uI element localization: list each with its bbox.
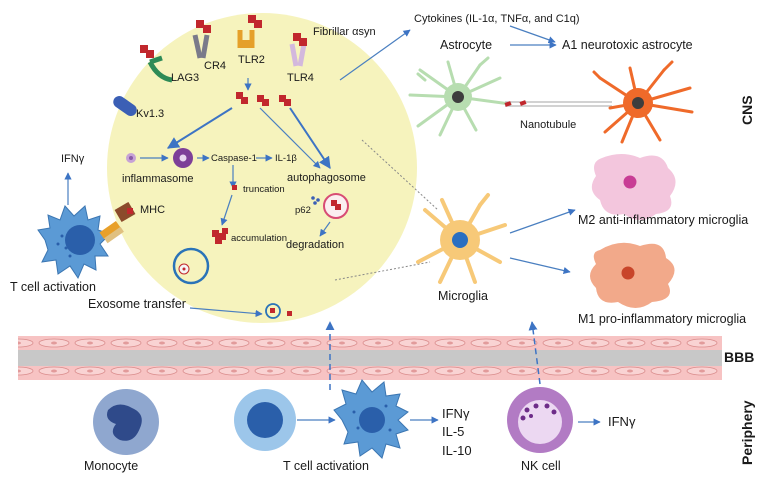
cytokines-to-a1-arrow <box>509 25 556 44</box>
truncation-to-accumulation-arrow <box>220 194 233 226</box>
a1-astrocyte-label: A1 neurotoxic astrocyte <box>562 38 693 52</box>
lag3-label: LAG3 <box>171 72 199 84</box>
t-cell-resting <box>234 389 296 451</box>
nanotubule <box>504 100 612 107</box>
ifng-nk-label: IFNγ <box>608 414 636 429</box>
inflammasome-icon <box>126 148 193 168</box>
to-autophagosome-arrow <box>289 107 331 169</box>
fibrillar-asyn-label: Fibrillar αsyn <box>313 26 376 38</box>
cr4-receptor <box>192 20 211 59</box>
a1-astrocyte-cell <box>592 60 694 144</box>
cytokines-label: Cytokines (IL-1α, TNFα, and C1q) <box>414 13 580 25</box>
kv13-channel <box>113 95 137 117</box>
p62-label: p62 <box>295 205 311 216</box>
exosome-transfer-label: Exosome transfer <box>88 297 186 311</box>
microglia-label: Microglia <box>438 289 488 303</box>
to-m1-arrow <box>509 257 571 275</box>
exosome-vesicle-inner <box>172 247 210 285</box>
astrocyte-cell <box>408 56 512 137</box>
bbb-label: BBB <box>724 349 754 365</box>
microglia-cell-circle <box>107 13 417 323</box>
lag3-receptor <box>140 45 173 83</box>
exosome-transfer-arrow <box>189 307 263 318</box>
tlr4-label: TLR4 <box>287 72 314 84</box>
m2-label: M2 anti-inflammatory microglia <box>578 213 748 227</box>
p62-icon <box>311 196 320 205</box>
monocyte-cell <box>93 389 159 455</box>
t-cell-activated <box>333 379 409 459</box>
astrocyte-label: Astrocyte <box>440 38 492 52</box>
il5-label: IL-5 <box>442 424 464 439</box>
ifng-top-label: IFNγ <box>61 153 85 165</box>
periphery-label: Periphery <box>739 400 755 465</box>
il10-label: IL-10 <box>442 443 472 458</box>
ifng-periphery-label: IFNγ <box>442 406 470 421</box>
cr4-label: CR4 <box>204 60 226 72</box>
accumulation-aggregate <box>212 228 228 244</box>
t-cell-activation-left-label: T cell activation <box>10 280 96 294</box>
to-inflammasome-arrow <box>166 107 233 149</box>
truncation-label: truncation <box>243 184 285 195</box>
to-il1b-path-arrow <box>259 107 321 169</box>
asyn-cluster <box>236 92 291 106</box>
autophagosome-label: autophagosome <box>287 172 366 184</box>
nk-cell <box>507 387 573 453</box>
inflammasome-label: inflammasome <box>122 173 194 185</box>
monocyte-label: Monocyte <box>84 459 138 473</box>
nanotubule-label: Nanotubule <box>520 119 576 131</box>
caspase1-label: Caspase-1 <box>211 153 257 164</box>
nk-cell-bbb-crossing-arrow <box>528 321 541 385</box>
microglia-cell <box>416 193 507 284</box>
dotted-link-lower <box>334 261 431 281</box>
m1-label: M1 pro-inflammatory microglia <box>578 312 746 326</box>
t-cell-left <box>37 205 111 280</box>
mhc-label: MHC <box>140 204 165 216</box>
mhc-complex <box>99 201 136 244</box>
autophagosome-icon <box>323 193 349 219</box>
dotted-link-upper <box>361 139 439 211</box>
truncation-fragment <box>232 185 237 190</box>
to-m2-arrow <box>509 208 576 234</box>
kv13-label: Kv1.3 <box>136 108 164 120</box>
m2-microglia-cell <box>591 154 676 220</box>
to-cytokines-arrow <box>339 29 411 81</box>
tlr4-receptor <box>289 33 307 67</box>
tlr2-receptor <box>237 15 262 48</box>
nk-cell-label: NK cell <box>521 459 561 473</box>
t-cell-activation-bottom-label: T cell activation <box>283 459 369 473</box>
exosome-vesicle-outer <box>265 303 292 319</box>
cns-label: CNS <box>739 95 755 125</box>
tlr2-label: TLR2 <box>238 54 265 66</box>
degradation-label: degradation <box>286 239 344 251</box>
m1-microglia-cell <box>590 242 675 308</box>
il1b-label: IL-1β <box>275 153 297 164</box>
to-degradation-arrow <box>319 221 331 237</box>
bbb-barrier <box>18 336 722 380</box>
accumulation-label: accumulation <box>231 233 287 244</box>
